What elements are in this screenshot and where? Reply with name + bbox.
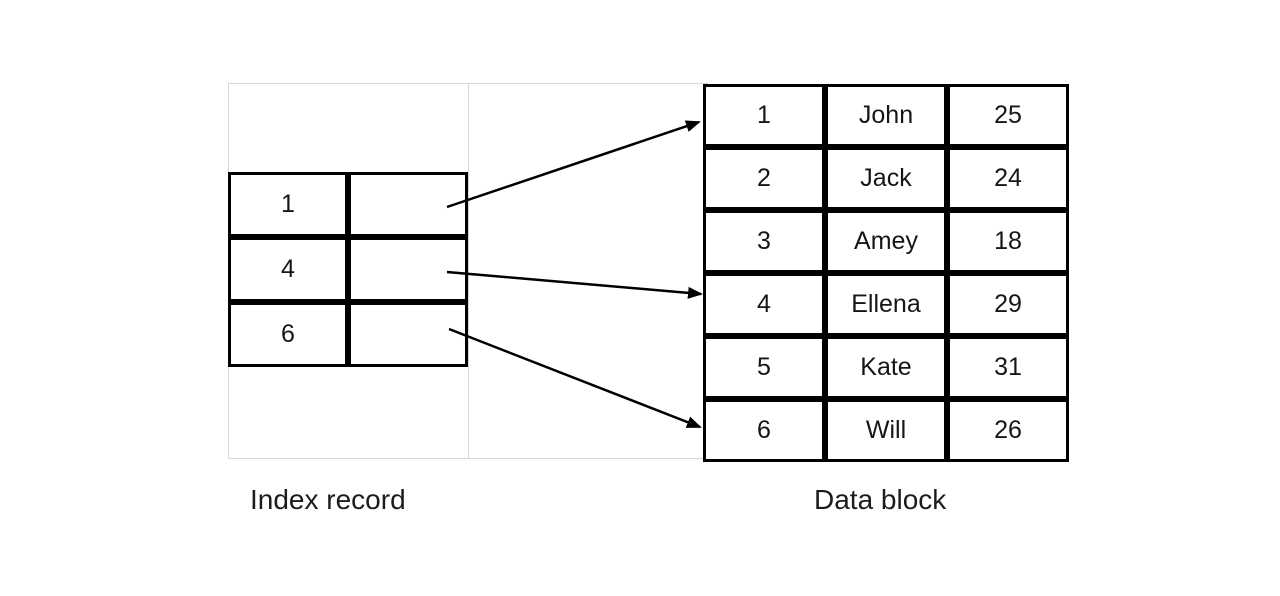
table-row: 2 Jack 24 bbox=[703, 147, 1069, 210]
record-age-cell: 26 bbox=[947, 399, 1069, 462]
table-row: 6 Will 26 bbox=[703, 399, 1069, 462]
record-name-cell: Kate bbox=[825, 336, 947, 399]
index-record-label: Index record bbox=[250, 484, 406, 515]
record-age-cell: 29 bbox=[947, 273, 1069, 336]
record-id-cell: 4 bbox=[703, 273, 825, 336]
index-record-table: 1 4 6 bbox=[228, 172, 468, 367]
record-name-cell: Amey bbox=[825, 210, 947, 273]
record-age-cell: 25 bbox=[947, 84, 1069, 147]
record-name-cell: Will bbox=[825, 399, 947, 462]
index-key-cell: 1 bbox=[228, 172, 348, 237]
record-id-cell: 6 bbox=[703, 399, 825, 462]
table-row: 4 Ellena 29 bbox=[703, 273, 1069, 336]
index-pointer-cell bbox=[348, 302, 468, 367]
record-name-cell: Ellena bbox=[825, 273, 947, 336]
index-key-cell: 4 bbox=[228, 237, 348, 302]
index-pointer-cell bbox=[348, 172, 468, 237]
record-name-cell: John bbox=[825, 84, 947, 147]
data-block-table: 1 John 25 2 Jack 24 3 Amey 18 4 Ellena 2… bbox=[703, 84, 1069, 462]
index-key-cell: 6 bbox=[228, 302, 348, 367]
background-grid-divider bbox=[468, 84, 469, 458]
index-row: 1 bbox=[228, 172, 468, 237]
record-age-cell: 31 bbox=[947, 336, 1069, 399]
table-row: 3 Amey 18 bbox=[703, 210, 1069, 273]
table-row: 1 John 25 bbox=[703, 84, 1069, 147]
record-id-cell: 3 bbox=[703, 210, 825, 273]
record-id-cell: 1 bbox=[703, 84, 825, 147]
data-block-label: Data block bbox=[814, 484, 947, 515]
record-name-cell: Jack bbox=[825, 147, 947, 210]
record-age-cell: 24 bbox=[947, 147, 1069, 210]
record-age-cell: 18 bbox=[947, 210, 1069, 273]
index-row: 4 bbox=[228, 237, 468, 302]
index-pointer-cell bbox=[348, 237, 468, 302]
record-id-cell: 5 bbox=[703, 336, 825, 399]
record-id-cell: 2 bbox=[703, 147, 825, 210]
table-row: 5 Kate 31 bbox=[703, 336, 1069, 399]
index-row: 6 bbox=[228, 302, 468, 367]
